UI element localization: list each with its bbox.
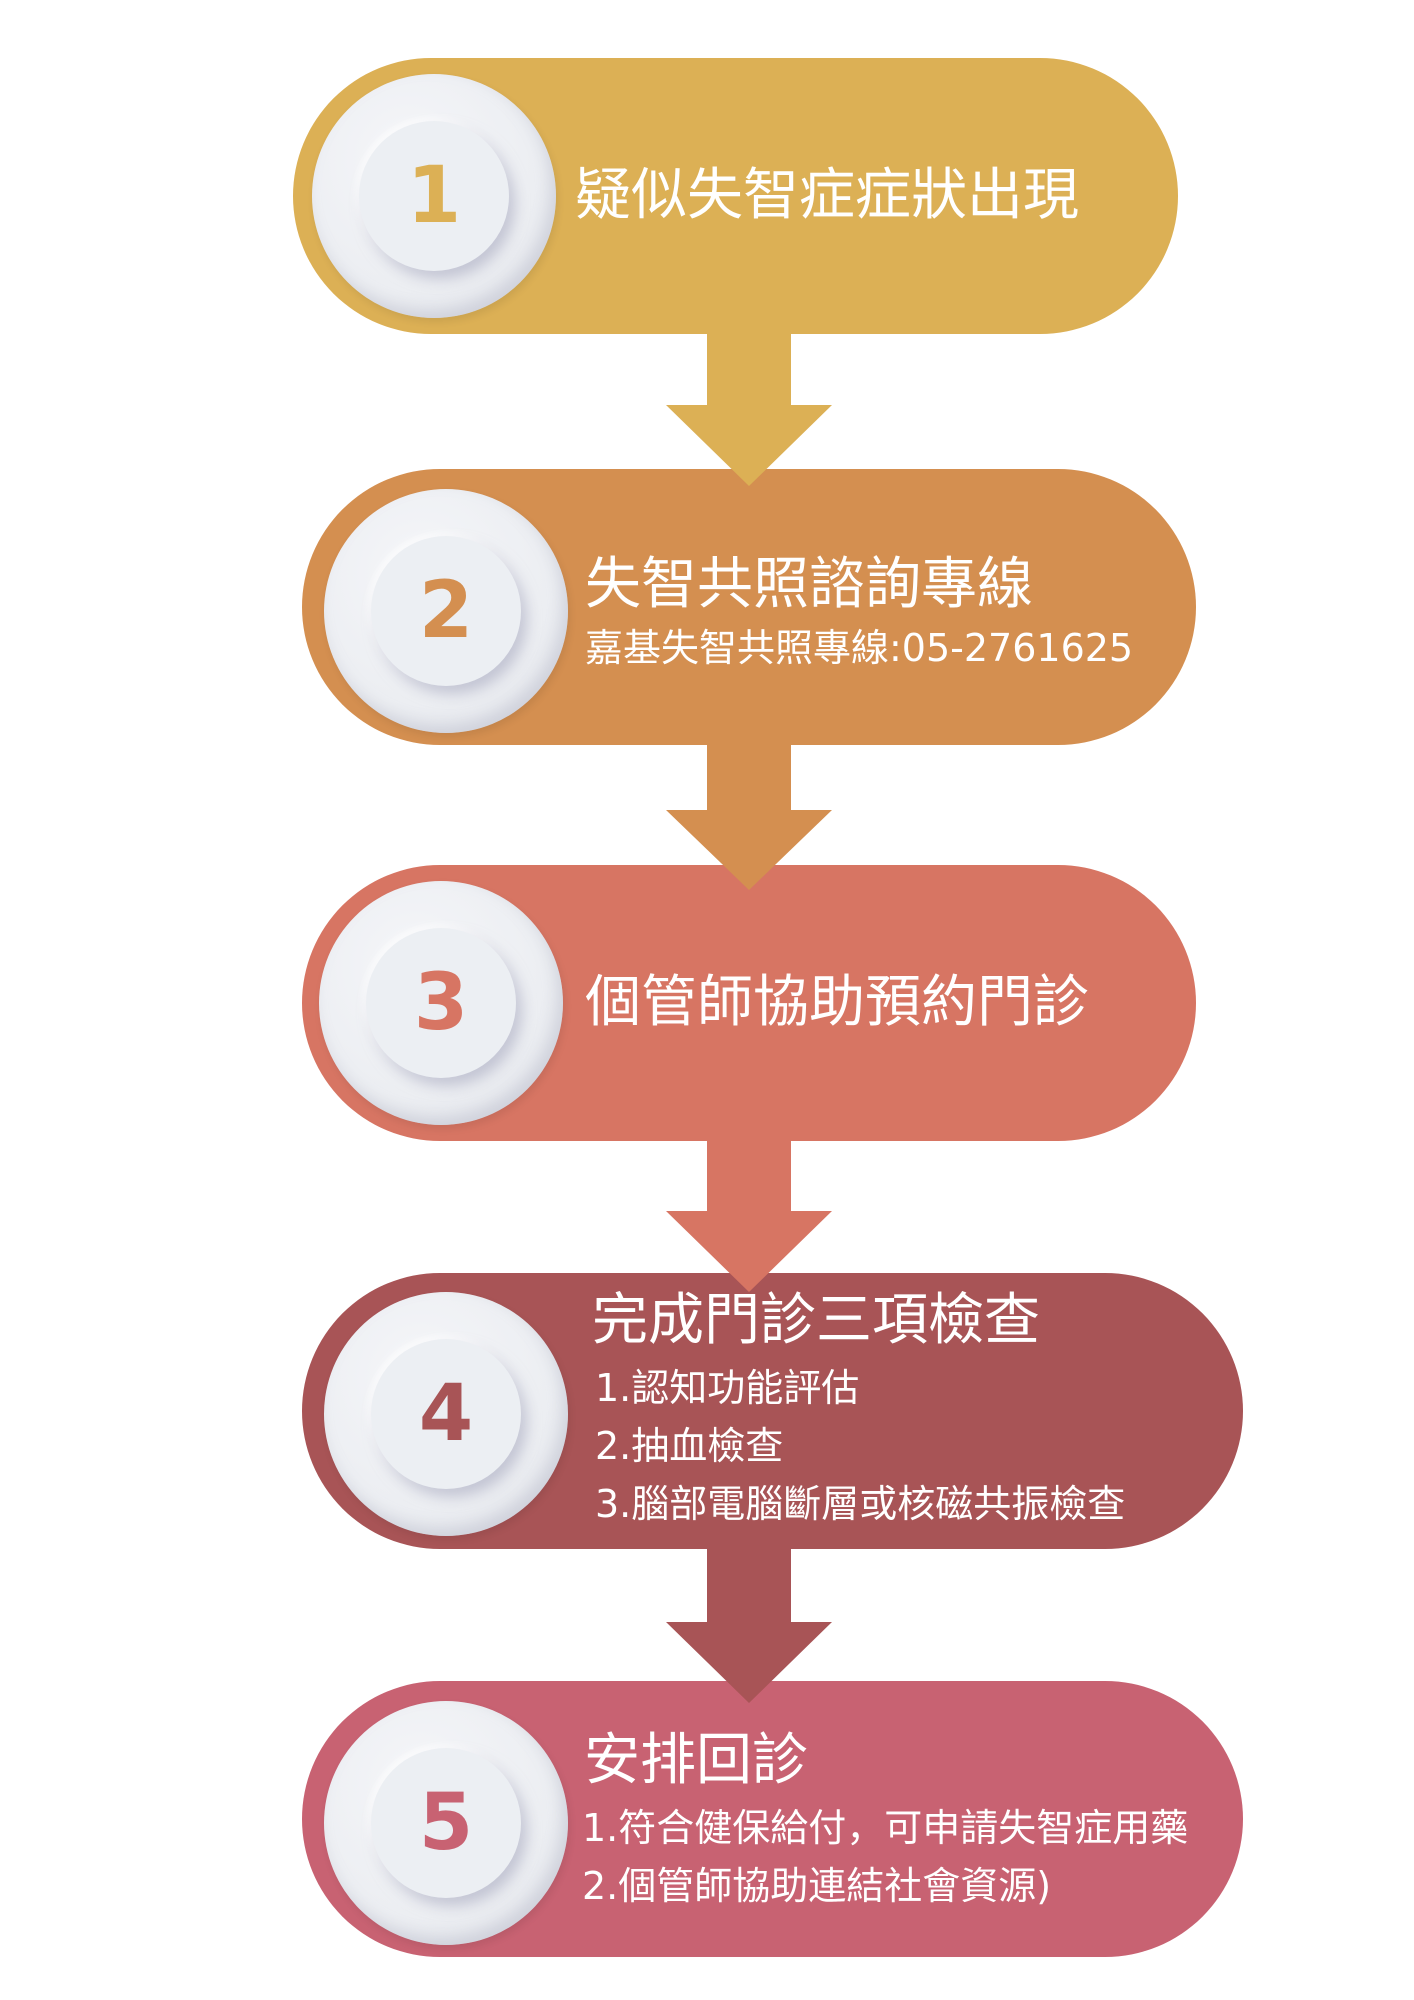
step-4-title: 完成門診三項檢查 [592, 1288, 1040, 1353]
step-4-pill: 4 完成門診三項檢查 1.認知功能評估 2.抽血檢查 3.腦部電腦斷層或核磁共振… [302, 1273, 1243, 1549]
step-4-item-2: 2.抽血檢查 [595, 1424, 784, 1468]
arrow-down-icon [666, 1139, 832, 1292]
step-3-badge: 3 [319, 881, 563, 1125]
step-4-item-1: 1.認知功能評估 [595, 1366, 860, 1410]
step-5-number: 5 [371, 1748, 521, 1898]
step-2-number: 2 [371, 536, 521, 686]
arrow-down-icon [666, 332, 832, 486]
step-2-hotline: 嘉基失智共照專線:05-2761625 [585, 626, 1134, 670]
step-1-badge: 1 [312, 74, 556, 318]
step-4-number: 4 [371, 1339, 521, 1489]
arrow-down-icon [666, 1547, 832, 1703]
step-2-title: 失智共照諮詢專線 [585, 552, 1033, 617]
step-5-item-1: 1.符合健保給付，可申請失智症用藥 [582, 1806, 1189, 1850]
step-5-badge: 5 [324, 1701, 568, 1945]
step-1-pill: 1 疑似失智症症狀出現 [293, 58, 1178, 334]
step-1-number: 1 [359, 121, 509, 271]
step-1-title: 疑似失智症症狀出現 [575, 163, 1079, 228]
step-4-badge: 4 [324, 1292, 568, 1536]
step-2-badge: 2 [324, 489, 568, 733]
step-5-title: 安排回診 [584, 1728, 808, 1793]
step-5-pill: 5 安排回診 1.符合健保給付，可申請失智症用藥 2.個管師協助連結社會資源) [302, 1681, 1243, 1957]
step-2-pill: 2 失智共照諮詢專線 嘉基失智共照專線:05-2761625 [302, 469, 1196, 745]
arrow-down-icon [666, 744, 832, 890]
step-4-item-3: 3.腦部電腦斷層或核磁共振檢查 [595, 1482, 1126, 1526]
step-5-item-2: 2.個管師協助連結社會資源) [582, 1864, 1052, 1908]
step-3-pill: 3 個管師協助預約門診 [302, 865, 1196, 1141]
step-3-number: 3 [366, 928, 516, 1078]
step-3-title: 個管師協助預約門診 [585, 970, 1089, 1035]
